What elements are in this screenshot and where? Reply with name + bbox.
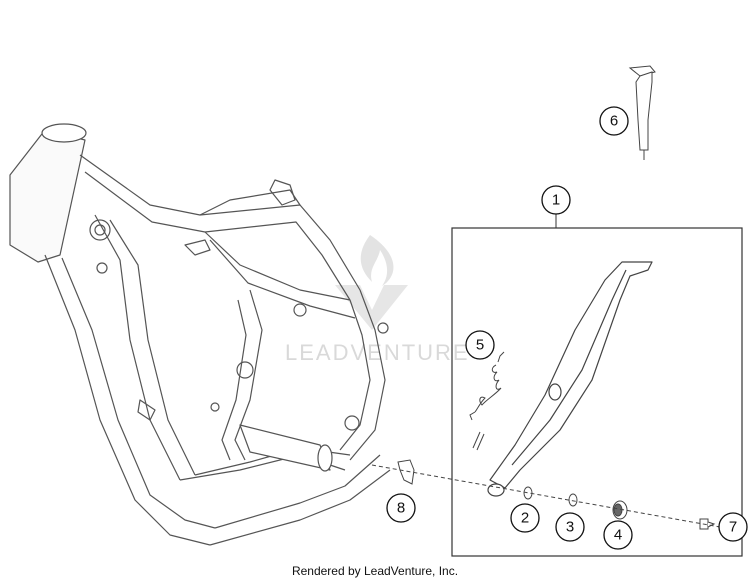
callout-7-number: 7 xyxy=(729,519,737,536)
watermark-v-icon xyxy=(335,285,408,330)
callout-8-number: 8 xyxy=(397,500,405,517)
callout-6-number: 6 xyxy=(610,113,618,130)
callout-6: 6 xyxy=(599,106,629,136)
watermark-text: LEADVENTURE xyxy=(285,340,470,365)
callout-3-number: 3 xyxy=(566,519,574,536)
bracket-part xyxy=(397,459,415,485)
pin xyxy=(472,431,485,451)
watermark-flame-icon xyxy=(360,235,394,286)
callout-8: 8 xyxy=(386,493,416,523)
callout-4-number: 4 xyxy=(614,527,622,544)
bolt-7-part xyxy=(699,518,716,530)
callout-2-number: 2 xyxy=(521,510,529,527)
side-stand xyxy=(487,261,653,497)
callout-3: 3 xyxy=(555,512,585,542)
frame-illustration xyxy=(9,123,391,546)
callout-4: 4 xyxy=(603,520,633,550)
nut-4-part xyxy=(612,500,628,520)
callout-5: 5 xyxy=(465,330,495,360)
footer-credit: Rendered by LeadVenture, Inc. xyxy=(291,564,459,578)
callout-2: 2 xyxy=(510,503,540,533)
washer-3-part xyxy=(568,493,578,507)
watermark: LEADVENTURE xyxy=(285,235,470,365)
assembly-box xyxy=(451,227,743,557)
spring xyxy=(469,351,505,421)
callout-1: 1 xyxy=(541,185,571,215)
callout-7: 7 xyxy=(718,512,748,542)
assembly-axis-line xyxy=(371,464,721,528)
tool-6-part xyxy=(628,65,656,160)
callout-5-number: 5 xyxy=(476,337,484,354)
callout-1-number: 1 xyxy=(552,192,560,209)
